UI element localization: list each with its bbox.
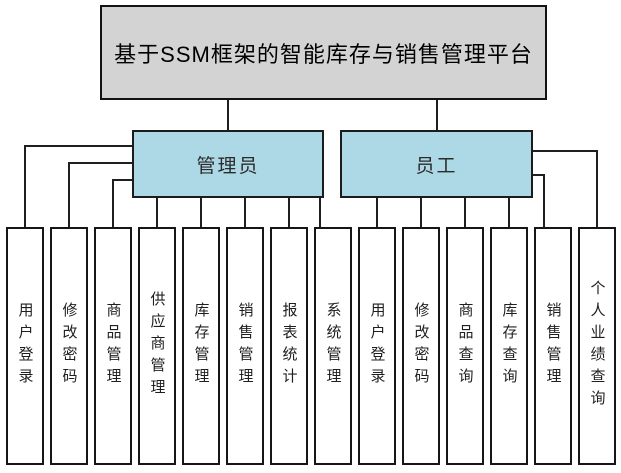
leaf-label: 个人业绩查询 — [588, 280, 606, 412]
connector-admin-leaf1 — [24, 145, 132, 227]
leaf-label: 销售管理 — [236, 302, 254, 390]
leaf-box-system-management: 系统管理 — [314, 227, 352, 465]
leaf-box-inventory-query: 库存查询 — [490, 227, 528, 465]
leaf-box-product-query: 商品查询 — [446, 227, 484, 465]
leaf-box-report-statistics: 报表统计 — [270, 227, 308, 465]
role-admin-label: 管理员 — [196, 155, 260, 177]
leaf-box-change-password-admin: 修改密码 — [50, 227, 88, 465]
leaf-label: 用户登录 — [368, 302, 386, 390]
connector-admin-leaf3 — [112, 179, 132, 227]
leaf-label: 用户登录 — [16, 302, 34, 390]
connector-admin-leaf2 — [68, 162, 132, 227]
leaf-label: 修改密码 — [60, 302, 78, 390]
leaf-label: 销售管理 — [544, 302, 562, 390]
leaf-box-product-management: 商品管理 — [94, 227, 132, 465]
leaf-label: 库存查询 — [500, 302, 518, 390]
role-box-employee: 员工 — [340, 130, 533, 198]
connector-employee-leaf13 — [533, 174, 545, 227]
leaf-label: 商品查询 — [456, 302, 474, 390]
leaf-box-supplier-management: 供应商管理 — [138, 227, 176, 465]
leaf-box-sales-management-admin: 销售管理 — [226, 227, 264, 465]
leaf-label: 库存管理 — [192, 302, 210, 390]
leaf-box-sales-management-employee: 销售管理 — [534, 227, 572, 465]
platform-title-box: 基于SSM框架的智能库存与销售管理平台 — [100, 5, 547, 100]
leaf-box-change-password-employee: 修改密码 — [402, 227, 440, 465]
leaf-label: 系统管理 — [324, 302, 342, 390]
leaf-box-user-login-admin: 用户登录 — [6, 227, 44, 465]
leaf-label: 供应商管理 — [148, 291, 166, 401]
leaf-box-personal-performance-query: 个人业绩查询 — [578, 227, 616, 465]
leaf-label: 报表统计 — [280, 302, 298, 390]
leaf-label: 修改密码 — [412, 302, 430, 390]
role-box-admin: 管理员 — [132, 130, 324, 198]
leaf-label: 商品管理 — [104, 302, 122, 390]
platform-title: 基于SSM框架的智能库存与销售管理平台 — [114, 41, 533, 67]
connector-employee-leaf14 — [533, 150, 598, 227]
leaf-box-user-login-employee: 用户登录 — [358, 227, 396, 465]
leaf-box-inventory-management: 库存管理 — [182, 227, 220, 465]
role-employee-label: 员工 — [415, 155, 458, 177]
